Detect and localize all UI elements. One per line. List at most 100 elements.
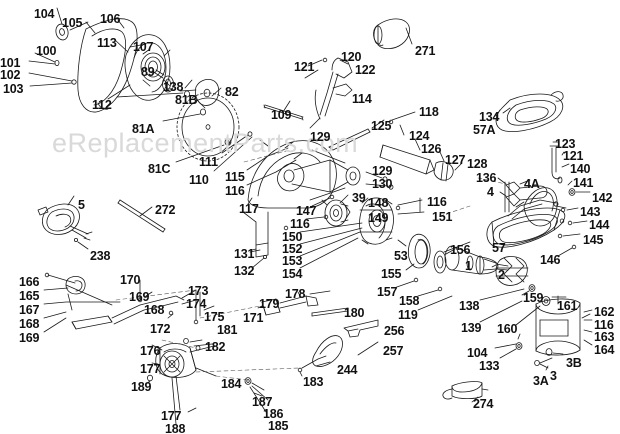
part-callout[interactable]: 168 bbox=[144, 303, 165, 317]
part-callout[interactable]: 104 bbox=[467, 346, 488, 360]
part-callout[interactable]: 82 bbox=[225, 85, 239, 99]
part-callout[interactable]: 172 bbox=[150, 322, 171, 336]
part-callout[interactable]: 189 bbox=[131, 380, 152, 394]
part-callout[interactable]: 121 bbox=[294, 60, 315, 74]
part-callout[interactable]: 57A bbox=[473, 123, 496, 137]
part-callout[interactable]: 100 bbox=[36, 44, 57, 58]
part-callout[interactable]: 138 bbox=[459, 299, 480, 313]
part-callout[interactable]: 81C bbox=[148, 162, 171, 176]
part-callout[interactable]: 186 bbox=[263, 407, 284, 421]
part-callout[interactable]: 149 bbox=[368, 211, 389, 225]
part-callout[interactable]: 164 bbox=[594, 343, 615, 357]
part-callout[interactable]: 127 bbox=[445, 153, 466, 167]
part-callout[interactable]: 106 bbox=[100, 12, 121, 26]
part-callout[interactable]: 159 bbox=[523, 291, 544, 305]
part-callout[interactable]: 161 bbox=[557, 299, 578, 313]
part-callout[interactable]: 102 bbox=[0, 68, 21, 82]
part-callout[interactable]: 156 bbox=[450, 243, 471, 257]
part-callout[interactable]: 139 bbox=[461, 321, 482, 335]
part-callout[interactable]: 178 bbox=[285, 287, 306, 301]
part-callout[interactable]: 57 bbox=[492, 241, 506, 255]
part-callout[interactable]: 182 bbox=[205, 340, 226, 354]
part-callout[interactable]: 81B bbox=[175, 93, 198, 107]
part-callout[interactable]: 158 bbox=[399, 294, 420, 308]
part-callout[interactable]: 170 bbox=[120, 273, 141, 287]
part-callout[interactable]: 53 bbox=[394, 249, 408, 263]
part-callout[interactable]: 89 bbox=[141, 65, 155, 79]
part-callout[interactable]: 154 bbox=[282, 267, 303, 281]
part-callout[interactable]: 101 bbox=[0, 56, 21, 70]
part-callout[interactable]: 153 bbox=[282, 254, 303, 268]
part-callout[interactable]: 120 bbox=[341, 50, 362, 64]
part-callout[interactable]: 162 bbox=[594, 305, 615, 319]
part-callout[interactable]: 3 bbox=[550, 369, 557, 383]
part-callout[interactable]: 142 bbox=[592, 191, 613, 205]
part-callout[interactable]: 160 bbox=[497, 322, 518, 336]
part-callout[interactable]: 181 bbox=[217, 323, 238, 337]
part-callout[interactable]: 176 bbox=[140, 344, 161, 358]
part-callout[interactable]: 118 bbox=[419, 105, 439, 119]
part-callout[interactable]: 165 bbox=[19, 289, 40, 303]
part-callout[interactable]: 274 bbox=[473, 397, 494, 411]
part-callout[interactable]: 116 bbox=[427, 195, 447, 209]
part-callout[interactable]: 129 bbox=[310, 130, 331, 144]
part-callout[interactable]: 113 bbox=[97, 36, 117, 50]
part-callout[interactable]: 131 bbox=[234, 247, 255, 261]
part-callout[interactable]: 121 bbox=[563, 149, 584, 163]
part-callout[interactable]: 1 bbox=[465, 259, 472, 273]
part-callout[interactable]: 171 bbox=[243, 311, 264, 325]
part-callout[interactable]: 238 bbox=[90, 249, 111, 263]
part-callout[interactable]: 119 bbox=[398, 308, 418, 322]
part-callout[interactable]: 132 bbox=[234, 264, 255, 278]
part-callout[interactable]: 169 bbox=[19, 331, 40, 345]
part-callout[interactable]: 104 bbox=[34, 7, 55, 21]
part-callout[interactable]: 272 bbox=[155, 203, 176, 217]
part-callout[interactable]: 122 bbox=[355, 63, 376, 77]
part-callout[interactable]: 168 bbox=[19, 317, 40, 331]
part-callout[interactable]: 144 bbox=[589, 218, 610, 232]
part-callout[interactable]: 130 bbox=[372, 177, 393, 191]
part-callout[interactable]: 3B bbox=[566, 356, 582, 370]
part-callout[interactable]: 140 bbox=[570, 162, 591, 176]
part-callout[interactable]: 183 bbox=[303, 375, 324, 389]
part-callout[interactable]: 173 bbox=[188, 284, 209, 298]
part-callout[interactable]: 116 bbox=[225, 184, 245, 198]
part-callout[interactable]: 155 bbox=[381, 267, 402, 281]
part-callout[interactable]: 151 bbox=[432, 210, 453, 224]
part-callout[interactable]: 134 bbox=[479, 110, 500, 124]
part-callout[interactable]: 123 bbox=[555, 137, 576, 151]
part-callout[interactable]: 146 bbox=[540, 253, 561, 267]
part-callout[interactable]: 147 bbox=[296, 204, 317, 218]
part-callout[interactable]: 180 bbox=[344, 306, 365, 320]
part-callout[interactable]: 124 bbox=[409, 129, 430, 143]
part-callout[interactable]: 111 bbox=[199, 155, 218, 169]
part-callout[interactable]: 116 bbox=[594, 318, 614, 332]
part-callout[interactable]: 179 bbox=[259, 297, 280, 311]
part-callout[interactable]: 184 bbox=[221, 377, 242, 391]
part-callout[interactable]: 145 bbox=[583, 233, 604, 247]
part-callout[interactable]: 133 bbox=[479, 359, 500, 373]
part-callout[interactable]: 4 bbox=[487, 185, 494, 199]
part-callout[interactable]: 105 bbox=[62, 16, 83, 30]
part-callout[interactable]: 174 bbox=[186, 297, 207, 311]
part-callout[interactable]: 148 bbox=[368, 196, 389, 210]
part-callout[interactable]: 169 bbox=[129, 290, 150, 304]
part-callout[interactable]: 110 bbox=[189, 173, 209, 187]
part-callout[interactable]: 39 bbox=[352, 191, 366, 205]
part-callout[interactable]: 114 bbox=[352, 92, 372, 106]
part-callout[interactable]: 112 bbox=[92, 98, 112, 112]
part-callout[interactable]: 166 bbox=[19, 275, 40, 289]
part-callout[interactable]: 136 bbox=[476, 171, 497, 185]
part-callout[interactable]: 103 bbox=[3, 82, 24, 96]
part-callout[interactable]: 157 bbox=[377, 285, 398, 299]
part-callout[interactable]: 257 bbox=[383, 344, 404, 358]
part-callout[interactable]: 109 bbox=[271, 108, 292, 122]
part-callout[interactable]: 125 bbox=[371, 119, 392, 133]
part-callout[interactable]: 141 bbox=[573, 176, 594, 190]
part-callout[interactable]: 150 bbox=[282, 230, 303, 244]
part-callout[interactable]: 185 bbox=[268, 419, 289, 433]
part-callout[interactable]: 256 bbox=[384, 324, 405, 338]
part-callout[interactable]: 117 bbox=[239, 202, 259, 216]
part-callout[interactable]: 143 bbox=[580, 205, 601, 219]
part-callout[interactable]: 81A bbox=[132, 122, 155, 136]
